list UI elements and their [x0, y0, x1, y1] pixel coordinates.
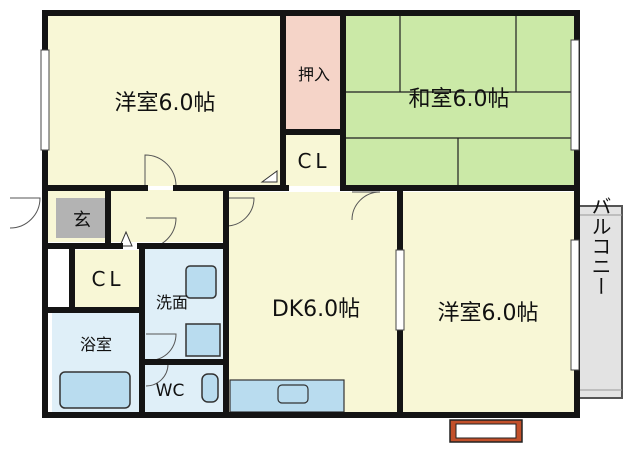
label-entrance: 玄: [73, 210, 91, 231]
room-western-se: [402, 192, 574, 412]
label-western-se: 洋室6.0帖: [438, 301, 539, 326]
label-washroom: 洗面: [156, 293, 188, 312]
tatami-pattern: [343, 16, 574, 185]
room-cl-lower: [74, 250, 140, 308]
walls: [42, 10, 580, 418]
label-cl-lower: CL: [91, 267, 124, 291]
room-entrance: [56, 198, 108, 238]
washbasin: [185, 265, 217, 299]
room-oshiire: [286, 16, 343, 130]
label-bath: 浴室: [80, 335, 112, 354]
label-cl-upper: CL: [297, 149, 330, 173]
label-oshiire: 押入: [298, 65, 330, 84]
label-wc: WC: [156, 381, 185, 401]
label-balcony: バルコニー: [588, 196, 612, 296]
toilet: [201, 373, 219, 403]
washing-machine: [185, 323, 221, 357]
room-western-nw: [48, 16, 280, 186]
room-dk: [228, 192, 400, 412]
room-cl-upper: [286, 134, 343, 186]
bathtub: [59, 371, 131, 409]
sink: [277, 384, 309, 404]
label-western-nw: 洋室6.0帖: [115, 91, 216, 116]
label-japanese: 和室6.0帖: [409, 87, 510, 112]
windows: [40, 39, 580, 371]
label-dk: DK6.0帖: [272, 297, 360, 322]
